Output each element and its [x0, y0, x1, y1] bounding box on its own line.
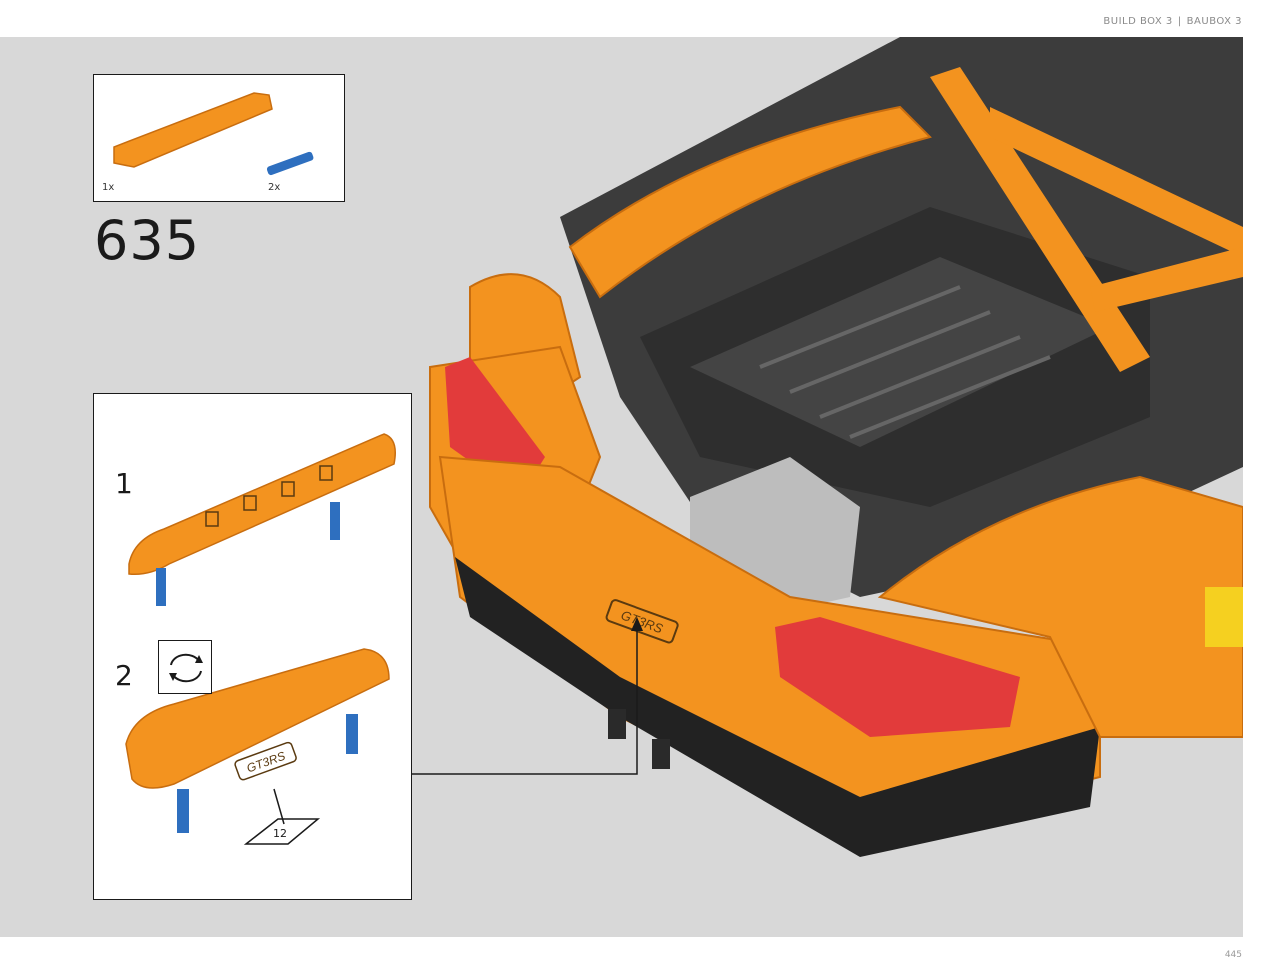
substep-number-2: 2 — [115, 659, 133, 692]
sub-assembly-box: GT3RS 12 — [93, 393, 412, 900]
instruction-panel: GT3RS 1x 2x 635 — [0, 37, 1243, 937]
blue-axle-pin-part-icon — [266, 151, 314, 176]
sticker-sheet-icon — [243, 818, 321, 845]
step-number: 635 — [94, 209, 201, 272]
header-baubox: BAUBOX 3 — [1186, 16, 1242, 27]
sticker-number: 12 — [273, 827, 287, 840]
rotate-model-icon — [158, 640, 212, 694]
page-number: 445 — [1224, 950, 1242, 960]
sub-assembly-illustration: GT3RS 12 — [125, 433, 396, 845]
substep-number-1: 1 — [115, 467, 133, 500]
header-build-box: BUILD BOX 3 — [1103, 16, 1173, 27]
orange-panel-part-icon — [113, 92, 314, 176]
part-qty-pin: 2x — [268, 182, 281, 193]
part-qty-panel: 1x — [102, 182, 115, 193]
header-separator: | — [1177, 16, 1182, 27]
page-header: BUILD BOX 3 | BAUBOX 3 — [1103, 16, 1242, 27]
car-model-illustration: GT3RS — [412, 37, 1243, 857]
parts-needed-box: 1x 2x — [93, 74, 345, 202]
